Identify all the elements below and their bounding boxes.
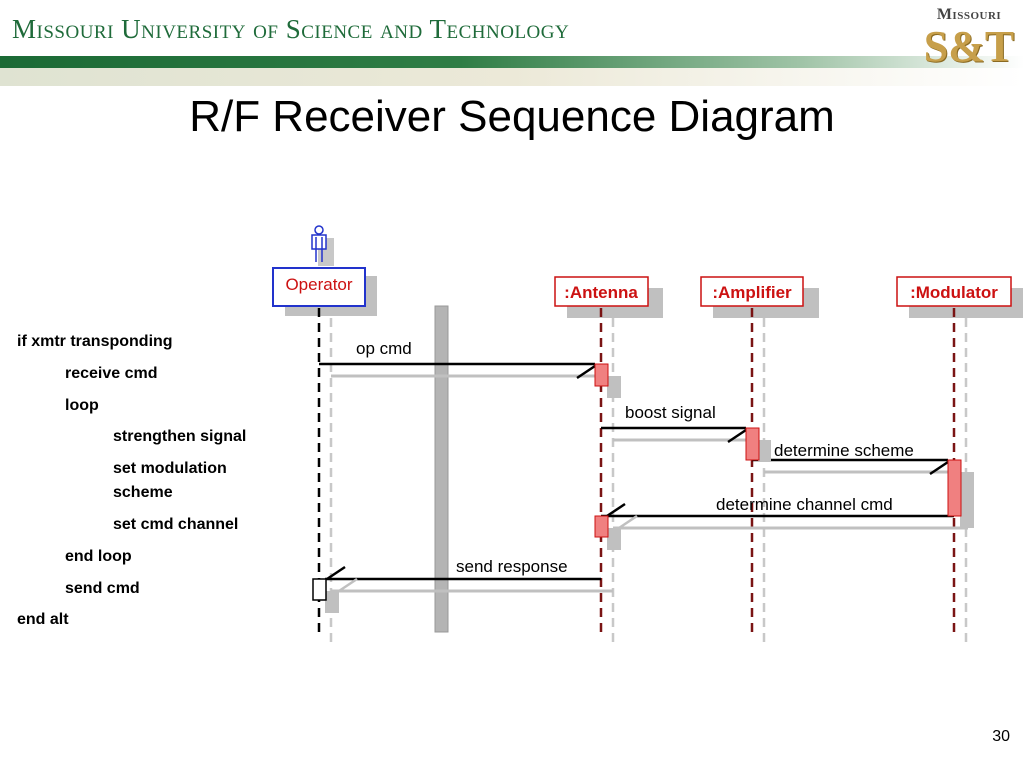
operator-actor-icon (311, 225, 334, 266)
message-op-cmd: op cmd (319, 339, 607, 380)
pseudocode-line: strengthen signal (113, 428, 246, 445)
message-label: op cmd (356, 339, 412, 358)
pseudocode-line: receive cmd (65, 365, 158, 382)
separator-bar (434, 305, 449, 633)
participant-amplifier: :Amplifier (700, 276, 819, 318)
activations (312, 363, 974, 613)
pseudocode-line: set cmd channel (113, 516, 238, 533)
pseudocode-line: scheme (113, 484, 173, 501)
participant-modulator: :Modulator (896, 276, 1023, 318)
message-send-response: send response (325, 557, 613, 593)
pseudocode-line: end loop (65, 548, 132, 565)
message-label: boost signal (625, 403, 716, 422)
participant-operator: Operator (272, 267, 377, 316)
message-label: send response (456, 557, 568, 576)
pseudocode-line: if xmtr transponding (17, 333, 173, 350)
message-boost-signal: boost signal (601, 403, 758, 444)
message-label: determine channel cmd (716, 495, 893, 514)
participant-antenna: :Antenna (554, 276, 663, 318)
message-determine-scheme: determine scheme (752, 441, 960, 476)
header-bar (0, 56, 1024, 68)
participant-label: :Modulator (910, 283, 998, 302)
institution-name: Missouri University of Science and Techn… (12, 14, 570, 44)
pseudocode-line: set modulation (113, 460, 227, 477)
page-number: 30 (992, 728, 1010, 745)
logo-mark: S&T (923, 22, 1015, 71)
pseudocode: if xmtr transponding receive cmd loop st… (17, 333, 246, 628)
participant-label: :Amplifier (712, 283, 792, 302)
header-bar-light (0, 68, 1024, 86)
logo-top-text: Missouri (936, 6, 1002, 23)
participant-label: Operator (285, 275, 352, 294)
message-determine-channel-cmd: determine channel cmd (601, 495, 968, 530)
pseudocode-line: send cmd (65, 580, 140, 597)
pseudocode-line: end alt (17, 611, 69, 628)
lifelines (317, 308, 968, 645)
message-label: determine scheme (774, 441, 914, 460)
pseudocode-line: loop (65, 397, 99, 414)
university-logo: Missouri S&T (918, 6, 1020, 84)
slide-title: R/F Receiver Sequence Diagram (189, 92, 835, 141)
participant-label: :Antenna (564, 283, 638, 302)
